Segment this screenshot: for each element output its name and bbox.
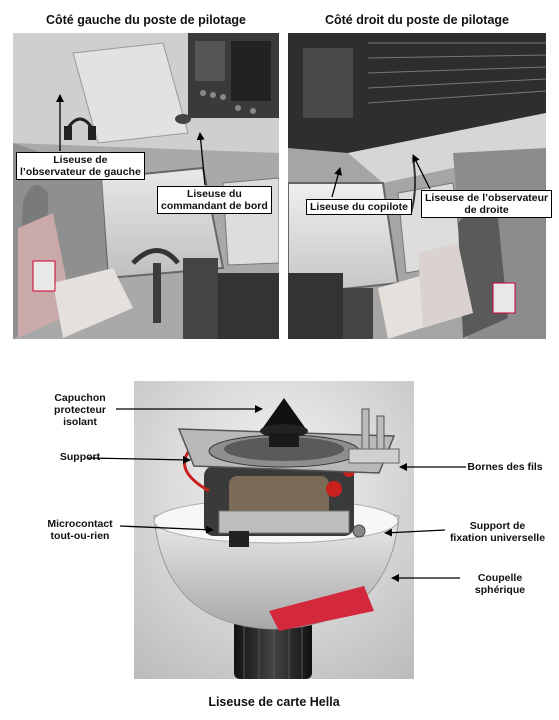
captain-light-callout: Liseuse du commandant de bord [157,186,272,214]
wire-terminals-label: Bornes des fils [460,461,550,473]
label-line: sphérique [474,584,526,596]
right-observer-light-callout: Liseuse de l’observateur de droite [421,190,553,218]
label-line: fixation universelle [449,532,546,544]
label-line: tout-ou-rien [50,530,110,542]
left-cockpit-title: Côté gauche du poste de pilotage [45,13,247,27]
hella-lamp-photo [134,381,414,679]
callout-line: Liseuse du copilote [310,201,409,213]
right-cockpit-photo [288,33,546,339]
label-line: protecteur [54,404,106,416]
cap-label: Capuchon protecteur isolant [44,392,116,428]
support-label: Support [44,451,116,463]
callout-line: l’observateur de gauche [20,166,141,178]
hella-lamp-title: Liseuse de carte Hella [208,695,340,709]
label-line: Coupelle [477,572,523,584]
universal-mount-label: Support de fixation universelle [440,520,555,544]
left-observer-light-callout: Liseuse de l’observateur de gauche [16,152,145,180]
spherical-cup-label: Coupelle sphérique [455,572,545,596]
copilot-light-callout: Liseuse du copilote [306,199,413,215]
callout-line: Liseuse de [53,154,108,166]
label-line: Bornes des fils [467,461,543,473]
callout-line: Liseuse de l’observateur [425,192,549,204]
callout-line: Liseuse du [186,188,242,200]
callout-line: de droite [464,204,509,216]
right-cockpit-title: Côté droit du poste de pilotage [324,13,510,27]
callout-line: commandant de bord [161,200,268,212]
label-line: Support [59,451,101,463]
label-line: isolant [63,416,97,428]
label-line: Support de [469,520,526,532]
label-line: Capuchon [54,392,106,404]
label-line: Microcontact [47,518,113,530]
microcontact-label: Microcontact tout-ou-rien [40,518,120,542]
